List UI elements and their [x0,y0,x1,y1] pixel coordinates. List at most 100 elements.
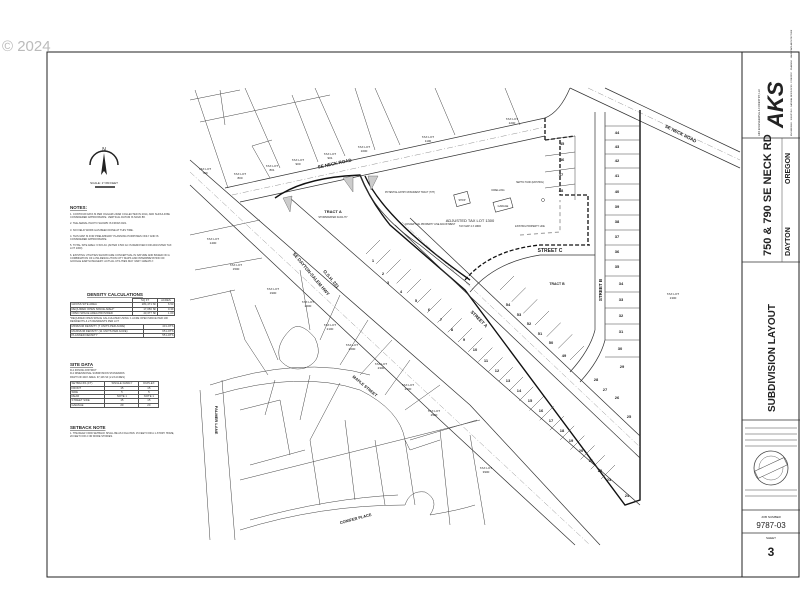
lot-32: 32 [619,313,624,318]
lot-31: 31 [619,329,624,334]
aks-logo: AKS [763,81,788,129]
parcel-lines-southwest [189,219,486,541]
lot-29: 29 [620,364,625,369]
scale-label: SCALE: 1"=80 FEET [90,181,118,185]
copyright-watermark: © 2024 [2,38,51,55]
density-lots-table: MINIMUM DENSITY (7 UNITS PER ACRE)40 LOT… [70,324,175,339]
tax-lot-label: TAX LOT [230,263,242,267]
lot-17: 17 [549,418,554,423]
lot-44: 44 [615,130,620,135]
tax-lot-number: 1900 [270,291,277,295]
svg-text:STORMWATER FACILITY: STORMWATER FACILITY [318,216,348,219]
lot-1: 1 [372,258,375,263]
tax-lot-label: TAX LOT [267,287,279,291]
monument-label: POTENTIAL ENTRY MONUMENT TRACT (TYP) [385,191,435,194]
lot-line [396,269,411,284]
lot-11: 11 [484,358,489,363]
firm-services: ENGINEERING · SURVEYING · NATURAL RESOUR… [790,29,793,136]
lot-line [437,308,452,323]
lot-line [549,415,565,431]
lot-line [590,455,605,470]
lot-27: 27 [603,387,608,392]
notes-section: NOTES: 1. CONTOUR DATA IS PER OGGAM LIDA… [70,205,172,263]
tax-lot-label: TAX LOT [506,117,518,121]
tax-lot-label: TAX LOT [324,152,336,156]
tax-lot-label: TAX LOT [266,164,278,168]
lot-15: 15 [528,398,533,403]
lot-line [376,249,391,264]
tax-lot-number: 1400 [210,241,217,245]
tax-lot-number: 2000 [305,304,312,308]
lot-19: 19 [569,438,574,443]
lot-51: 51 [538,331,543,336]
lot-40: 40 [615,189,620,194]
lot-41: 41 [615,173,620,178]
tax-lot-label: TAX LOT [207,237,219,241]
tax-lot-number: 1100 [425,139,432,143]
notes-title: NOTES: [70,205,88,210]
lot-line [508,376,524,392]
lot-line [499,275,515,291]
lot-6: 6 [428,307,431,312]
tract-b-label: TRACT B [549,282,565,286]
tax-lot-label: TAX LOT [199,167,211,171]
lot-line [544,183,576,189]
lot-48: 48 [559,188,564,193]
lot-54: 54 [506,302,511,307]
density-title: DENSITY CALCULATIONS [87,292,143,297]
tract-labels: TRACT A STORMWATER FACILITY TRACT B ADJU… [318,181,565,286]
lot-line [467,337,483,353]
lot-45: 45 [560,141,565,146]
tax-lot-label: TAX LOT [346,343,358,347]
sheet-title: SUBDIVISION LAYOUT [767,304,778,412]
parcel-lines-north [189,87,521,189]
lot-13: 13 [506,378,511,383]
note-item: 3. NO FIELD WORK HAS BEEN DONE AT THIS T… [70,228,134,232]
se-dayton-salem-hwy [189,159,601,546]
lot-2: 2 [382,271,385,276]
se-neck-road-west-label: SE NECK ROAD [317,157,353,169]
lot-23: 23 [607,477,612,482]
tax-lot-number: 2200 [349,347,356,351]
lot-53: 53 [517,312,522,317]
tax-lot-number: 700 [202,171,207,175]
lot-46: 46 [560,157,565,162]
palmer-lane-label: PALMER LANE [214,406,219,435]
firm-name: AKS ENGINEERING & FORESTRY, LLC [757,89,761,136]
lot-33: 33 [619,297,624,302]
lot-16: 16 [539,408,544,413]
street-c-label: STREET C [538,248,563,254]
lot-line [478,347,493,362]
lot-line [544,151,576,157]
lot-line [523,299,538,314]
lot-28: 28 [594,377,599,382]
tax-lot-number: 2400 [405,387,412,391]
lot-21: 21 [589,458,594,463]
tax-lot-label: TAX LOT [402,383,414,387]
lot-line [544,135,576,141]
se-neck-road-east [544,87,741,169]
lot-12: 12 [495,368,500,373]
tax-lot-number: 1300 [670,296,677,300]
project-state: OREGON [785,153,792,184]
lot-24: 24 [625,493,630,498]
lot-4: 4 [400,289,403,294]
lot-line [569,345,585,361]
lot-49: 49 [562,353,567,358]
site-plan [189,87,741,546]
density-footnote: *REQUIRED OPEN SPACE CALCULATED USING: 1… [70,317,168,324]
